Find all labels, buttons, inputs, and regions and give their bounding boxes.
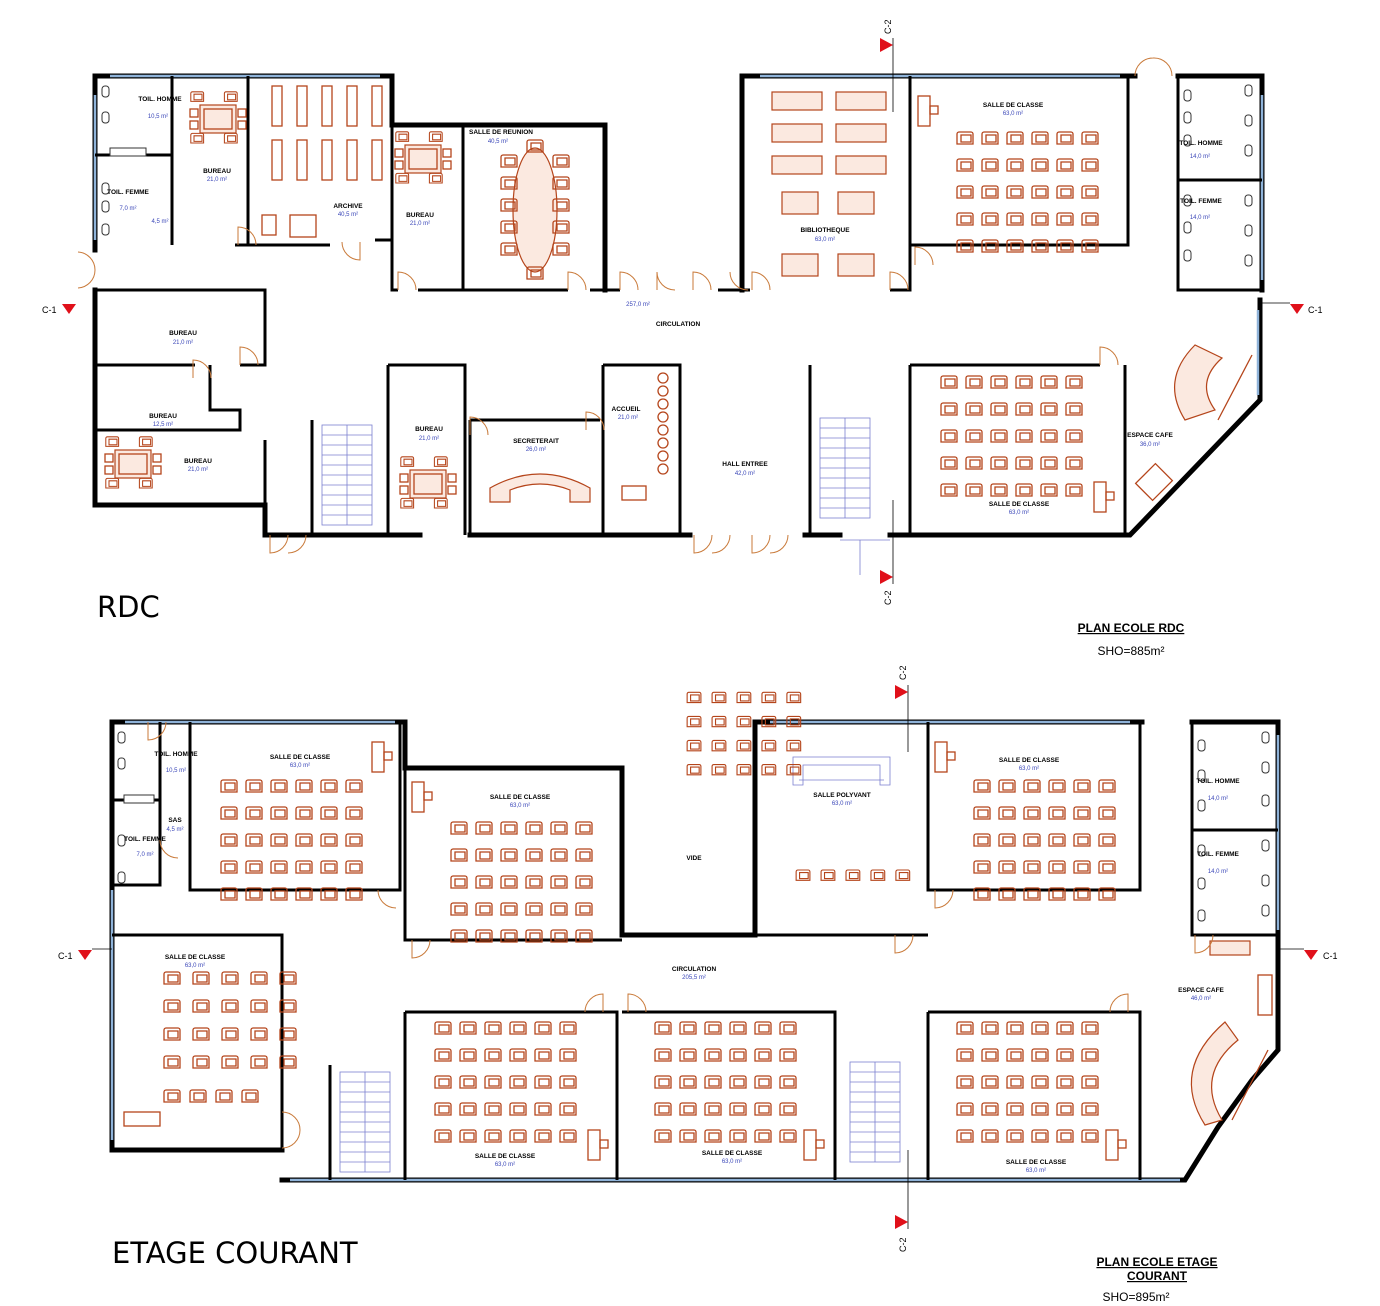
rdc-label-toil-homme: TOIL. HOMME bbox=[138, 96, 182, 103]
rdc-area-toil-femme: 7,0 m² bbox=[119, 206, 136, 212]
rdc-section-c1-left: C-1 bbox=[42, 304, 76, 315]
et-area-classe-f: 63,0 m² bbox=[722, 1159, 742, 1165]
et-area-sas: 4,5 m² bbox=[166, 827, 183, 833]
et-area-classe-e: 63,0 m² bbox=[495, 1162, 515, 1168]
et-area-toil-homme-2: 14,0 m² bbox=[1208, 796, 1228, 802]
et-area-classe-c: 63,0 m² bbox=[1019, 766, 1039, 772]
rdc-area-hall: 42,0 m² bbox=[735, 471, 755, 477]
rdc-section-c1-right: C-1 bbox=[1262, 302, 1323, 315]
rdc-label-bureau-2: BUREAU bbox=[406, 212, 434, 219]
rdc-label-salle-reunion: SALLE DE REUNION bbox=[469, 129, 533, 136]
et-area-toil-femme-2: 14,0 m² bbox=[1208, 869, 1228, 875]
svg-text:C-2: C-2 bbox=[898, 1237, 908, 1252]
rdc-section-c2-top: C-2 bbox=[880, 19, 894, 112]
et-section-c1-right: C-1 bbox=[1278, 948, 1338, 961]
et-area-classe-b: 63,0 m² bbox=[510, 803, 530, 809]
et-label-circulation: CIRCULATION bbox=[672, 966, 717, 973]
rdc-label-bureau-6: BUREAU bbox=[415, 426, 443, 433]
svg-text:C-2: C-2 bbox=[883, 590, 893, 605]
rdc-section-c2-bottom: C-2 bbox=[840, 500, 894, 605]
rdc-area-bureau-3: 21,0 m² bbox=[173, 340, 193, 346]
rdc-area-classe-2: 63,0 m² bbox=[1009, 510, 1029, 516]
et-section-c2-top: C-2 bbox=[895, 665, 909, 752]
rdc-label-classe-2: SALLE DE CLASSE bbox=[989, 501, 1050, 508]
et-label-classe-e: SALLE DE CLASSE bbox=[475, 1153, 536, 1160]
etage-title: ETAGE COURANT bbox=[112, 1236, 358, 1270]
rdc-plan-title: PLAN ECOLE RDC bbox=[1078, 621, 1185, 635]
et-label-toil-femme: TOIL. FEMME bbox=[124, 836, 166, 843]
svg-text:C-2: C-2 bbox=[898, 665, 908, 680]
svg-text:C-2: C-2 bbox=[883, 19, 893, 34]
rdc-label-bureau-3: BUREAU bbox=[169, 330, 197, 337]
et-area-classe-a: 63,0 m² bbox=[290, 763, 310, 769]
rdc-area-bureau-6: 21,0 m² bbox=[419, 436, 439, 442]
rdc-area-circulation: 257,0 m² bbox=[626, 302, 650, 308]
rdc-area-accueil: 21,0 m² bbox=[618, 415, 638, 421]
rdc-label-espace-cafe: ESPACE CAFE bbox=[1127, 432, 1173, 439]
rdc-area-toil-homme: 10,5 m² bbox=[148, 114, 168, 120]
rdc-area-bureau-2: 21,0 m² bbox=[410, 221, 430, 227]
svg-text:C-1: C-1 bbox=[1308, 305, 1323, 315]
et-label-sas: SAS bbox=[168, 817, 182, 824]
etage-plan-title-line1: PLAN ECOLE ETAGE bbox=[1096, 1255, 1217, 1269]
et-label-classe-a: SALLE DE CLASSE bbox=[270, 754, 331, 761]
rdc-label-archive: ARCHIVE bbox=[333, 203, 363, 210]
rdc-area-bureau-1: 21,0 m² bbox=[207, 177, 227, 183]
rdc-label-bibliotheque: BIBLIOTHEQUE bbox=[800, 227, 850, 234]
rdc-area-salle-reunion: 40,5 m² bbox=[488, 139, 508, 145]
rdc-label-accueil: ACCUEIL bbox=[612, 406, 641, 413]
et-area-toil-femme: 7,0 m² bbox=[136, 852, 153, 858]
rdc-area-espace-cafe: 36,0 m² bbox=[1140, 442, 1160, 448]
rdc-label-bureau-1: BUREAU bbox=[203, 168, 231, 175]
et-label-classe-c: SALLE DE CLASSE bbox=[999, 757, 1060, 764]
et-area-classe-d: 63,0 m² bbox=[185, 963, 205, 969]
etage-plan-title-line2: COURANT bbox=[1127, 1269, 1188, 1283]
rdc-area-toil-homme-2: 14,0 m² bbox=[1190, 154, 1210, 160]
et-label-vide: VIDE bbox=[686, 855, 702, 862]
rdc-area-sas: 4,5 m² bbox=[151, 219, 168, 225]
rdc-title: RDC bbox=[97, 590, 160, 624]
et-area-espace-cafe: 46,0 m² bbox=[1191, 996, 1211, 1002]
rdc-label-classe-1: SALLE DE CLASSE bbox=[983, 102, 1044, 109]
rdc-sho: SHO=885m² bbox=[1097, 644, 1164, 658]
et-label-espace-cafe: ESPACE CAFE bbox=[1178, 987, 1224, 994]
rdc-label-bureau-5: BUREAU bbox=[184, 458, 212, 465]
rdc-area-toil-femme-2: 14,0 m² bbox=[1190, 215, 1210, 221]
rdc-label-toil-homme-2: TOIL. HOMME bbox=[1179, 140, 1223, 147]
rdc-plan: TOIL. HOMME 10,5 m² TOIL. FEMME 7,0 m² 4… bbox=[42, 19, 1323, 658]
rdc-area-classe-1: 63,0 m² bbox=[1003, 111, 1023, 117]
rdc-area-secretariat: 26,0 m² bbox=[526, 447, 546, 453]
et-label-classe-d: SALLE DE CLASSE bbox=[165, 954, 226, 961]
et-section-c1-left: C-1 bbox=[58, 948, 112, 961]
et-section-c2-bottom: C-2 bbox=[895, 1150, 909, 1252]
svg-text:C-1: C-1 bbox=[58, 951, 73, 961]
rdc-area-bureau-4: 12,5 m² bbox=[153, 422, 173, 428]
et-label-toil-homme-2: TOIL. HOMME bbox=[1196, 778, 1240, 785]
rdc-label-secretariat: SECRETERAIT bbox=[513, 438, 559, 445]
svg-text:C-1: C-1 bbox=[42, 305, 57, 315]
rdc-label-circulation: CIRCULATION bbox=[656, 321, 701, 328]
et-label-toil-homme: TOIL. HOMME bbox=[154, 751, 198, 758]
rdc-label-hall: HALL ENTREE bbox=[722, 461, 768, 468]
rdc-area-archive: 40,5 m² bbox=[338, 212, 358, 218]
et-label-classe-g: SALLE DE CLASSE bbox=[1006, 1159, 1067, 1166]
rdc-label-toil-femme: TOIL. FEMME bbox=[107, 189, 149, 196]
et-label-classe-f: SALLE DE CLASSE bbox=[702, 1150, 763, 1157]
svg-text:C-1: C-1 bbox=[1323, 951, 1338, 961]
rdc-label-bureau-4: BUREAU bbox=[149, 413, 177, 420]
etage-sho: SHO=895m² bbox=[1102, 1290, 1169, 1304]
et-area-classe-g: 63,0 m² bbox=[1026, 1168, 1046, 1174]
et-area-polyvant: 63,0 m² bbox=[832, 801, 852, 807]
et-area-toil-homme: 10,5 m² bbox=[166, 768, 186, 774]
et-area-circulation: 205,5 m² bbox=[682, 975, 706, 981]
rdc-area-bibliotheque: 63,0 m² bbox=[815, 237, 835, 243]
et-label-polyvant: SALLE POLYVANT bbox=[813, 792, 870, 799]
et-label-toil-femme-2: TOIL. FEMME bbox=[1197, 851, 1239, 858]
etage-plan: TOIL. HOMME 10,5 m² SAS 4,5 m² TOIL. FEM… bbox=[58, 665, 1338, 1304]
et-label-classe-b: SALLE DE CLASSE bbox=[490, 794, 551, 801]
rdc-area-bureau-5: 21,0 m² bbox=[188, 467, 208, 473]
rdc-label-toil-femme-2: TOIL. FEMME bbox=[1180, 198, 1222, 205]
